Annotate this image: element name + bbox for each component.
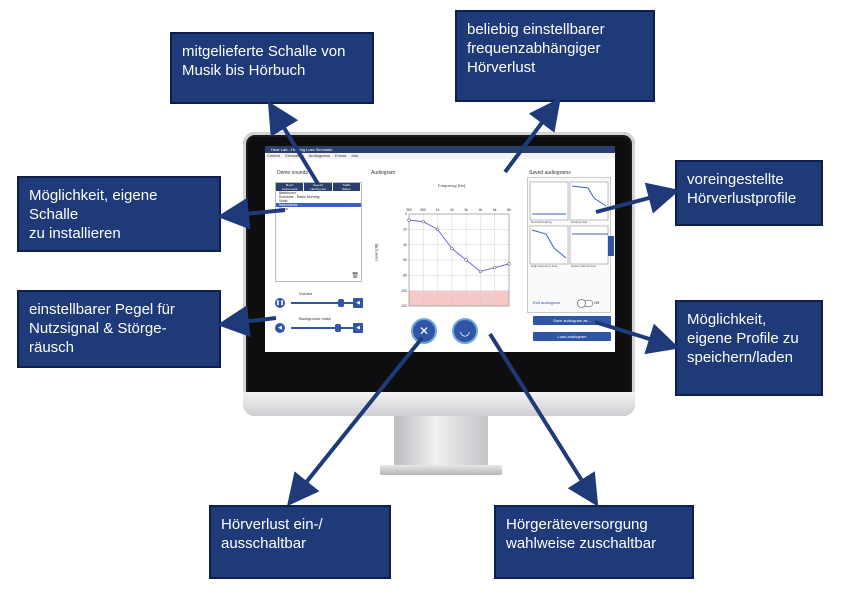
series-line xyxy=(408,219,510,273)
tab-hearing-aid[interactable]: Hearing aid xyxy=(304,187,333,191)
profile-thumbnails[interactable]: Normal hearing Presbycusis High frequenc… xyxy=(528,178,610,312)
background-noise-control: Background noise ◀ ◀ xyxy=(275,316,363,335)
data-point xyxy=(493,266,497,270)
tab-instruments[interactable]: Instruments xyxy=(276,187,305,191)
profile-thumb[interactable] xyxy=(569,225,609,265)
list-item[interactable]: Violin xyxy=(279,199,288,203)
danger-zone xyxy=(409,290,509,306)
plot-frame xyxy=(408,213,510,307)
callout-profiles: voreingestellte Hörverlustprofile xyxy=(675,160,823,226)
menu-bar: Control Simulation Audiograms Extras Inf… xyxy=(265,153,615,159)
callout-hearing-aid: Hörgeräteversorgung wahlweise zuschaltba… xyxy=(494,505,694,579)
audiogram-chart[interactable]: 250 500 1k 2k 3k 4k 6k 8k 0 20 40 60 80 100 120 xyxy=(395,202,513,314)
scroll-right-button[interactable] xyxy=(608,236,614,256)
saved-audiograms-title: Saved audiograms xyxy=(529,170,571,176)
profile-thumb[interactable] xyxy=(529,225,569,265)
x-tick-label: 8k xyxy=(507,208,511,212)
window-title: Hear Lab - Hearing Loss Simulator xyxy=(265,146,615,153)
data-point xyxy=(435,227,440,231)
volume-label: Volume xyxy=(299,291,313,296)
list-item[interactable]: Piano xyxy=(279,207,288,211)
toggle-knob[interactable] xyxy=(577,299,586,308)
y-tick-label: 120 xyxy=(401,304,407,308)
x-tick-label: 3k xyxy=(464,208,468,212)
list-item[interactable]: Beethoven xyxy=(279,191,296,195)
menu-item-extras[interactable]: Extras xyxy=(335,153,347,158)
x-tick-label: 1k xyxy=(436,208,440,212)
audiogram-title: Audiogram xyxy=(371,170,396,176)
callout-sounds: mitgelieferte Schalle von Musik bis Hörb… xyxy=(170,32,374,104)
tab-nature[interactable]: Nature xyxy=(332,187,361,191)
data-point xyxy=(407,218,411,222)
profile-name: Normal hearing xyxy=(531,220,552,224)
monitor-chin xyxy=(243,392,635,416)
saved-audiograms-panel: Normal hearing Presbycusis High frequenc… xyxy=(527,177,614,313)
noise-speaker-icon[interactable]: ◀ xyxy=(353,323,363,333)
y-tick-label: 40 xyxy=(403,243,407,247)
tab-traffic[interactable]: Traffic xyxy=(332,183,361,187)
monitor-stand-neck xyxy=(394,416,488,468)
hearing-aid-icon[interactable]: ◡ xyxy=(452,318,478,344)
toggle-state: Off xyxy=(594,300,600,305)
y-tick-label: 20 xyxy=(403,228,407,232)
background-noise-label: Background noise xyxy=(299,316,332,321)
profile-name: Noise induced loss xyxy=(571,264,597,268)
profile-thumb[interactable] xyxy=(569,181,609,221)
list-item[interactable]: Sunshine - Radio Morning xyxy=(279,195,320,199)
x-tick-label: 500 xyxy=(420,208,426,212)
load-audiogram-button[interactable]: Load audiogram xyxy=(533,332,611,341)
data-point xyxy=(421,220,425,224)
y-tick-label: 80 xyxy=(403,274,407,278)
noise-slider[interactable] xyxy=(291,327,353,329)
profile-name: Presbycusis xyxy=(571,220,588,224)
x-tick-label: 2k xyxy=(450,208,454,212)
callout-levels: einstellbarer Pegel für Nutzsignal & Stö… xyxy=(17,290,221,368)
y-tick-label: 60 xyxy=(403,258,407,262)
x-tick-label: 250 xyxy=(406,208,412,212)
speaker-icon[interactable]: ◀ xyxy=(353,298,363,308)
callout-save-load: Möglichkeit, eigene Profile zu speichern… xyxy=(675,300,823,396)
sound-library: Music Speech Traffic Instruments Hearing… xyxy=(275,182,362,282)
save-audiogram-button[interactable]: Save audiogram as... xyxy=(533,316,611,325)
level-axis-label: Level [dB] xyxy=(373,243,379,262)
y-tick-label: 0 xyxy=(405,212,407,216)
callout-install: Möglichkeit, eigene Schalle zu installie… xyxy=(17,176,221,252)
frequency-axis-label: Frequency [Hz] xyxy=(438,183,466,188)
noise-speaker-button[interactable]: ◀ xyxy=(275,323,285,333)
menu-item-control[interactable]: Control xyxy=(267,153,280,158)
y-tick-label: 100 xyxy=(401,289,407,293)
data-point xyxy=(464,258,468,262)
noise-slider-handle[interactable] xyxy=(334,324,341,332)
data-point xyxy=(478,269,483,274)
callout-frequency: beliebig einstellbarer frequenzabhängige… xyxy=(455,10,655,102)
pause-button[interactable]: ❚❚ xyxy=(275,298,285,308)
data-point xyxy=(507,262,511,266)
trash-icon[interactable]: 🗑 xyxy=(351,273,359,279)
app-screen: Hear Lab - Hearing Loss Simulator Contro… xyxy=(265,146,615,352)
menu-item-audiograms[interactable]: Audiograms xyxy=(308,153,330,158)
edit-audiogram-label: Edit audiogram xyxy=(533,300,560,305)
menu-item-info[interactable]: Info xyxy=(351,153,359,158)
list-item-selected[interactable]: Instruments xyxy=(276,203,361,207)
volume-slider-handle[interactable] xyxy=(337,299,344,307)
menu-item-simulation[interactable]: Simulation xyxy=(285,153,304,158)
monitor-stand-base xyxy=(380,465,502,475)
x-tick-label: 6k xyxy=(493,208,497,212)
profile-name: High frequency loss xyxy=(531,264,558,268)
category-tabs: Music Speech Traffic Instruments Hearing… xyxy=(276,183,361,191)
callout-toggle-loss: Hörverlust ein-/ ausschaltbar xyxy=(209,505,391,579)
data-point xyxy=(450,246,454,251)
x-tick-label: 4k xyxy=(479,208,483,212)
ear-crossed-icon[interactable]: ✕ xyxy=(411,318,437,344)
volume-slider[interactable] xyxy=(291,302,353,304)
volume-control: Volume ❚❚ ◀ xyxy=(275,291,363,310)
demo-sounds-title: Demo sounds xyxy=(277,170,308,176)
